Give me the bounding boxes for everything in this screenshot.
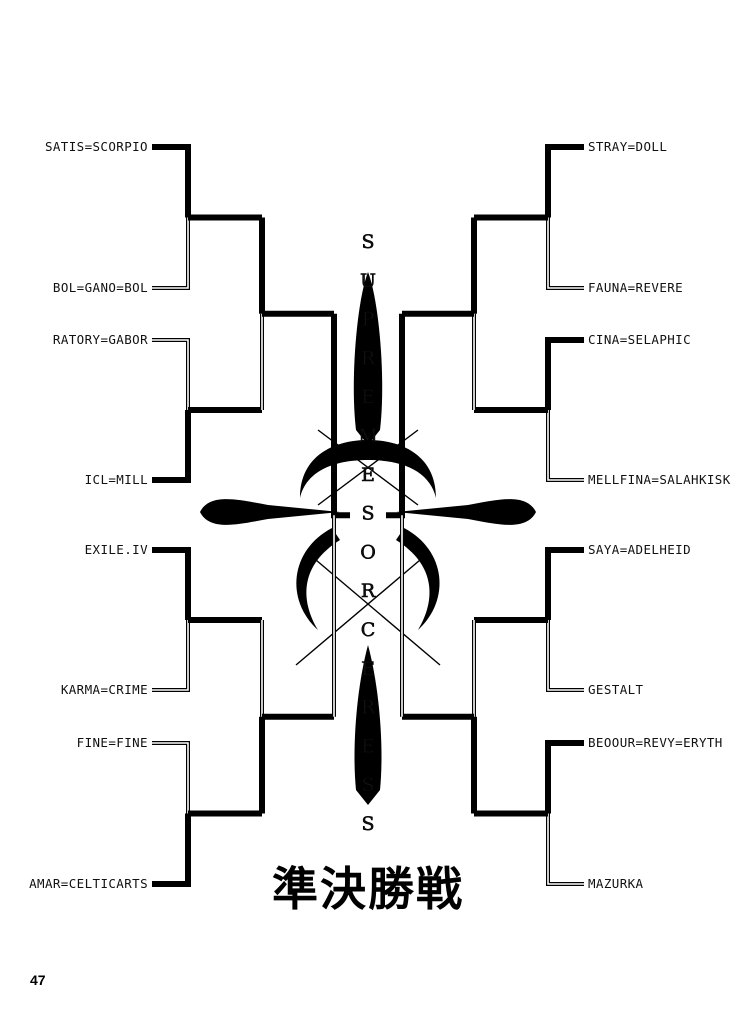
page-number: 47 (30, 972, 46, 988)
left-r1-line-1-inner (152, 217, 189, 289)
left-entrant-3: ICL=MILL (85, 472, 148, 487)
bracket-lines (152, 144, 584, 887)
vertical-title-letter: S (361, 503, 374, 525)
vertical-title-letter: E (361, 386, 375, 408)
right-r1-line-3 (546, 410, 584, 482)
right-r1-line-7 (546, 813, 584, 886)
vertical-title-letter: E (361, 464, 375, 486)
left-r1-line-2 (152, 338, 190, 410)
vertical-title-letter: M (358, 425, 377, 447)
right-r1-line-1 (546, 217, 584, 290)
right-entrant-6: BEOOUR=REVY=ERYTH (588, 735, 723, 750)
vertical-title-letter: R (361, 347, 376, 369)
left-r1-line-1 (152, 217, 190, 290)
vertical-title-letter: E (361, 658, 375, 680)
vertical-title-letter: S (361, 813, 374, 835)
entrant-labels: SATIS=SCORPIO BOL=GANO=BOL RATORY=GABOR ICL… (29, 139, 731, 891)
right-entrant-1: FAUNA=REVERE (588, 280, 683, 295)
right-r1-line-0 (545, 144, 584, 218)
left-r3-top (331, 313, 350, 519)
right-r3-top (386, 313, 405, 519)
right-r1-line-6 (545, 740, 584, 814)
left-r1-line-7 (152, 813, 191, 887)
left-r1-line-4 (152, 547, 191, 620)
vertical-title-letter: R (361, 697, 376, 719)
left-entrant-7: AMAR=CELTICARTS (29, 876, 148, 891)
left-r1-line-3 (152, 410, 191, 483)
left-r1-line-5-inner (152, 620, 189, 691)
right-r1-line-1-inner (547, 217, 584, 289)
vertical-title-letter: S (361, 231, 374, 253)
left-entrant-2: RATORY=GABOR (53, 332, 148, 347)
vertical-title-letter: U (360, 270, 376, 292)
right-r1-line-2 (545, 337, 584, 410)
left-entrant-0: SATIS=SCORPIO (45, 139, 148, 154)
vertical-title-letter: C (361, 619, 376, 641)
right-r1-line-5-inner (547, 620, 584, 691)
right-r1-line-4 (545, 547, 584, 620)
left-r1-line-5 (152, 620, 190, 692)
left-entrant-5: KARMA=CRIME (61, 682, 148, 697)
left-entrant-1: BOL=GANO=BOL (53, 280, 148, 295)
right-entrant-4: SAYA=ADELHEID (588, 542, 691, 557)
right-entrant-0: STRAY=DOLL (588, 139, 667, 154)
right-r1-line-7-inner (547, 813, 584, 885)
left-r1-line-0 (152, 144, 191, 218)
right-r1-line-3-inner (547, 410, 584, 481)
left-entrant-4: EXILE.IV (85, 542, 148, 557)
vertical-title-letter: E (361, 735, 375, 757)
vertical-title-letter: R (361, 580, 376, 602)
right-entrant-3: MELLFINA=SALAHKISK (588, 472, 731, 487)
vertical-title-letter: P (362, 309, 375, 331)
right-entrant-7: MAZURKA (588, 876, 644, 891)
left-r1-line-2-inner (152, 339, 189, 410)
left-r1-line-6 (152, 741, 190, 814)
vertical-title-letter: O (360, 541, 376, 563)
right-r1-line-5 (546, 620, 584, 692)
left-r1-line-6-inner (152, 742, 189, 814)
round-title: 準決勝戦 (272, 862, 464, 916)
left-entrant-6: FINE=FINE (77, 735, 148, 750)
right-entrant-2: CINA=SELAPHIC (588, 332, 691, 347)
vertical-title-letter: S (361, 774, 374, 796)
right-entrant-5: GESTALT (588, 682, 644, 697)
